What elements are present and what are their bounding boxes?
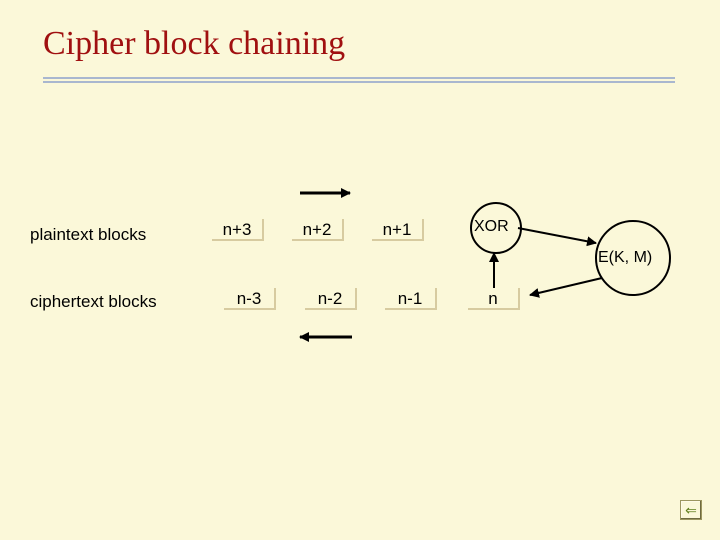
encrypt-to-output-arrow (529, 277, 603, 298)
ciphertext-row-label: ciphertext blocks (30, 292, 157, 311)
plaintext-block: n+3 (212, 219, 264, 241)
back-arrow-icon: ⇐ (685, 502, 697, 518)
slide-title: Cipher block chaining (43, 25, 346, 62)
xor-to-encrypt-arrow (517, 227, 597, 247)
xor-label: XOR (474, 218, 509, 235)
ciphertext-block: n (468, 288, 520, 310)
encrypt-circle (595, 220, 671, 296)
plaintext-block: n+2 (292, 219, 344, 241)
plaintext-block: n+1 (372, 219, 424, 241)
ciphertext-block: n-2 (305, 288, 357, 310)
ciphertext-block: n-1 (385, 288, 437, 310)
plaintext-row-label: plaintext blocks (30, 225, 147, 244)
encrypt-label: E(K, M) (598, 249, 653, 266)
back-button[interactable]: ⇐ (680, 500, 702, 520)
title-divider (43, 77, 675, 83)
ciphertext-block: n-3 (224, 288, 276, 310)
